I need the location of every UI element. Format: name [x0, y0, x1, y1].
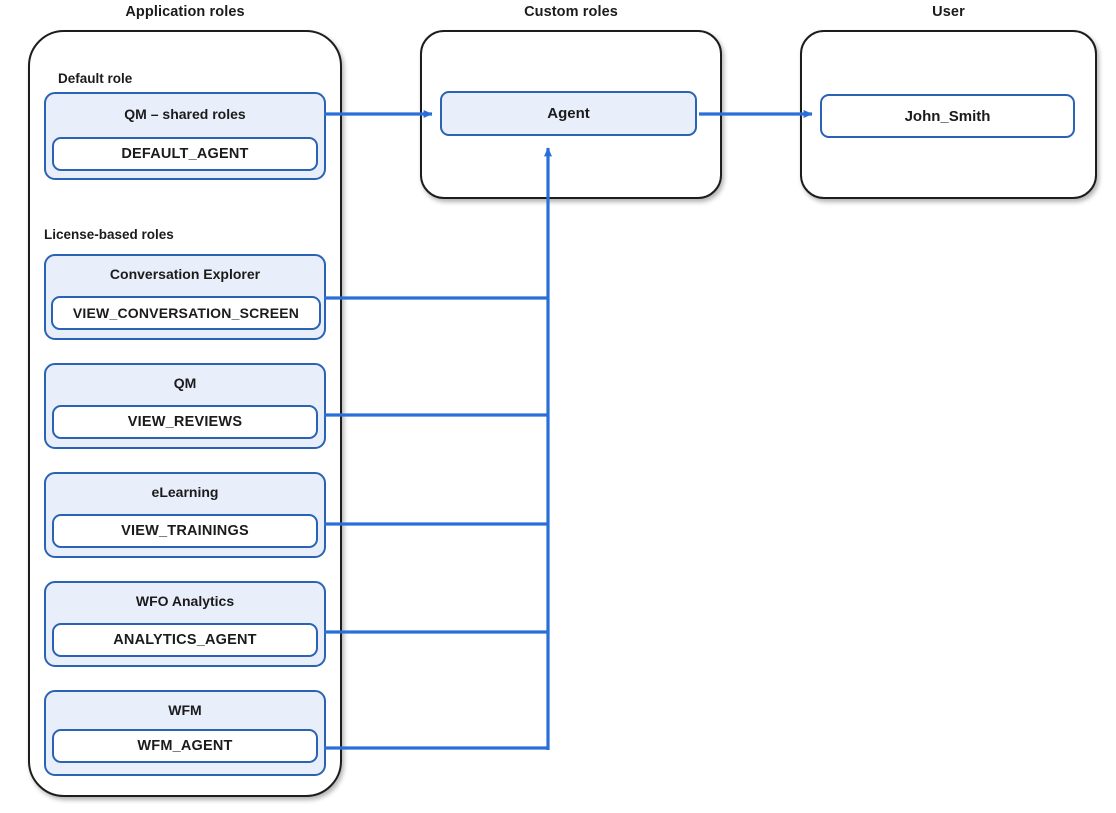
role-card-title: eLearning	[151, 484, 219, 500]
role-card-title: Conversation Explorer	[109, 266, 261, 282]
permission-chip-default-agent[interactable]: DEFAULT_AGENT	[52, 137, 318, 171]
node-agent[interactable]: Agent	[440, 91, 697, 136]
column-title-application-roles: Application roles	[125, 4, 245, 20]
section-label-license-based-roles: License-based roles	[44, 227, 174, 242]
column-title-user: User	[932, 4, 965, 20]
permission-chip-wfm-agent[interactable]: WFM_AGENT	[52, 729, 318, 763]
section-label-default-role: Default role	[58, 71, 133, 86]
role-card-title: QM	[173, 375, 197, 391]
permission-chip-view-conversation-screen[interactable]: VIEW_CONVERSATION_SCREEN	[51, 296, 321, 330]
role-card-title: WFO Analytics	[135, 593, 235, 609]
role-card-title: WFM	[168, 702, 202, 718]
node-john-smith[interactable]: John_Smith	[820, 94, 1075, 138]
permission-chip-analytics-agent[interactable]: ANALYTICS_AGENT	[52, 623, 318, 657]
column-title-custom-roles: Custom roles	[524, 4, 618, 20]
permission-chip-view-trainings[interactable]: VIEW_TRAININGS	[52, 514, 318, 548]
role-card-title: QM – shared roles	[124, 106, 246, 122]
permission-chip-view-reviews[interactable]: VIEW_REVIEWS	[52, 405, 318, 439]
